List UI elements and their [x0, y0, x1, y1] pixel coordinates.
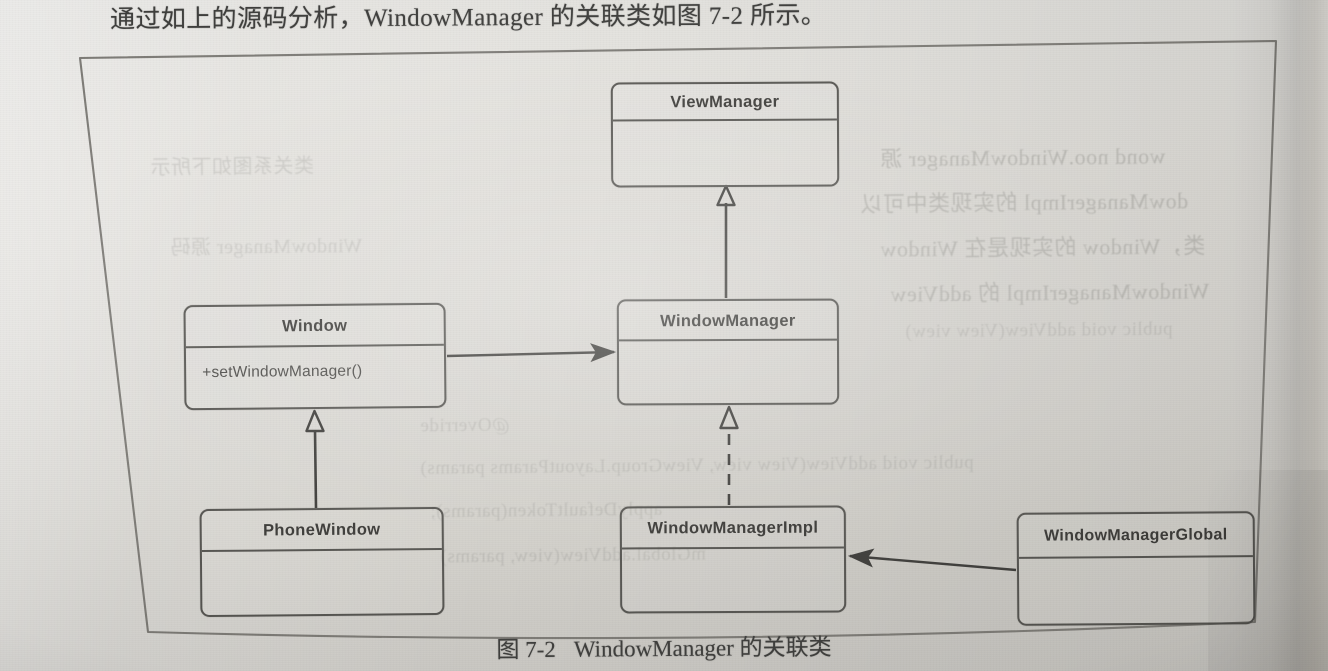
- uml-class-name: WindowManager: [618, 300, 837, 342]
- uml-class-name: Window: [185, 304, 444, 349]
- uml-class-viewmanager[interactable]: ViewManager: [610, 81, 840, 188]
- uml-class-name: WindowManagerImpl: [621, 507, 844, 550]
- uml-class-members: [202, 550, 442, 568]
- uml-class-windowmanagerimpl[interactable]: WindowManagerImpl: [619, 505, 847, 614]
- figure-title: WindowManager 的关联类: [573, 634, 832, 662]
- uml-class-members: [619, 341, 837, 358]
- uml-class-windowmanagerglobal[interactable]: WindowManagerGlobal: [1016, 511, 1256, 626]
- uml-class-window[interactable]: Window +setWindowManager(): [183, 302, 447, 411]
- uml-class-members: [613, 121, 837, 138]
- uml-class-phonewindow[interactable]: PhoneWindow: [199, 506, 445, 618]
- figure-number: 图 7-2: [496, 636, 556, 663]
- uml-class-members: [622, 549, 844, 566]
- uml-class-windowmanager[interactable]: WindowManager: [616, 298, 840, 406]
- uml-class-members: [1019, 557, 1253, 575]
- uml-class-name: PhoneWindow: [201, 508, 442, 553]
- uml-class-name: ViewManager: [612, 83, 837, 122]
- uml-class-name: WindowManagerGlobal: [1018, 513, 1253, 559]
- uml-class-members: +setWindowManager(): [202, 362, 363, 382]
